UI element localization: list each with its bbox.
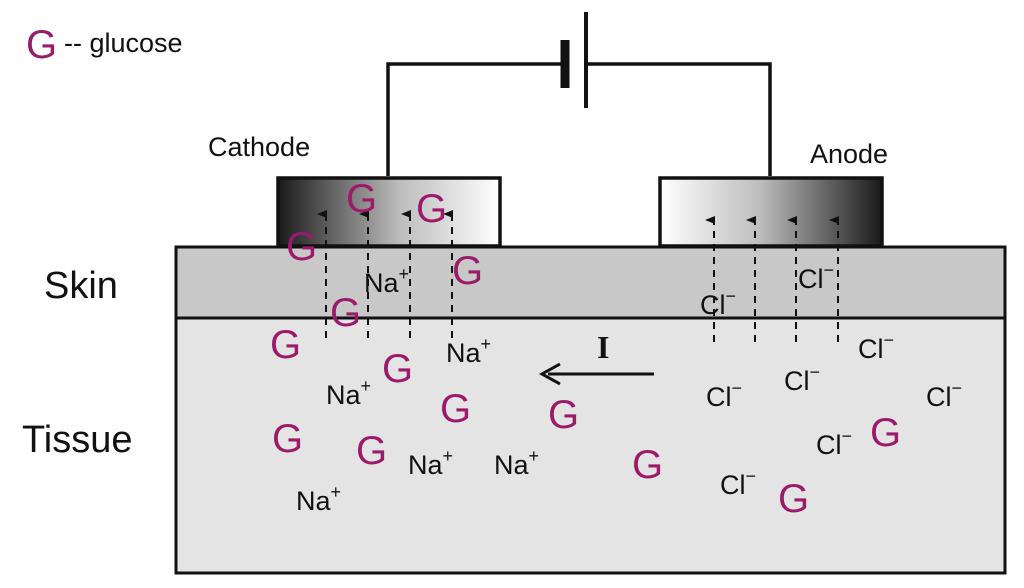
glucose-molecule: G [632, 443, 663, 487]
glucose-molecules: G G G G G G G G G G G G G G [270, 177, 901, 521]
current-arrow-head [538, 362, 561, 386]
glucose-molecule: G [330, 291, 361, 335]
glucose-molecule: G [382, 347, 413, 391]
chloride-ion: Cl− [700, 286, 736, 320]
sodium-ion: Na+ [446, 334, 491, 368]
chloride-ion: Cl− [858, 330, 894, 364]
glucose-molecule: G [286, 225, 317, 269]
glucose-molecule: G [452, 249, 483, 293]
cathode-label: Cathode [208, 132, 310, 162]
glucose-molecule: G [870, 411, 901, 455]
sodium-ion: Na+ [364, 264, 409, 298]
glucose-molecule: G [440, 387, 471, 431]
current-label: I [597, 329, 609, 365]
sodium-ion: Na+ [408, 446, 453, 480]
sodium-ions: Na+ Na+ Na+ Na+ Na+ Na+ [296, 264, 539, 516]
glucose-molecule: G [356, 429, 387, 473]
circuit-wire-right [586, 62, 772, 176]
skin-layer [174, 245, 1007, 320]
chloride-ion: Cl− [816, 426, 852, 460]
sodium-ion: Na+ [494, 446, 539, 480]
glucose-molecule: G [270, 323, 301, 367]
glucose-molecule: G [272, 417, 303, 461]
chloride-ion: Cl− [926, 378, 962, 412]
battery-icon [560, 12, 588, 108]
circuit-wire-left [386, 62, 562, 176]
anode-label: Anode [810, 139, 888, 169]
chloride-ion: Cl− [720, 466, 756, 500]
anode-electrode [658, 176, 884, 248]
sodium-ion: Na+ [296, 482, 341, 516]
legend-glucose-text: -- glucose [64, 28, 183, 58]
glucose-molecule: G [778, 477, 809, 521]
tissue-layer [174, 316, 1007, 575]
glucose-molecule: G [346, 177, 377, 221]
tissue-label: Tissue [22, 419, 133, 461]
chloride-ion: Cl− [798, 260, 834, 294]
legend-glucose-symbol: G [26, 23, 57, 67]
glucose-molecule: G [548, 393, 579, 437]
cathode-electrode [276, 176, 502, 248]
chloride-ion: Cl− [706, 378, 742, 412]
sodium-ion: Na+ [326, 376, 371, 410]
chloride-ions: Cl− Cl− Cl− Cl− Cl− Cl− Cl− Cl− [700, 260, 962, 500]
glucose-molecule: G [416, 187, 447, 231]
skin-label: Skin [44, 265, 118, 307]
chloride-ion: Cl− [784, 362, 820, 396]
